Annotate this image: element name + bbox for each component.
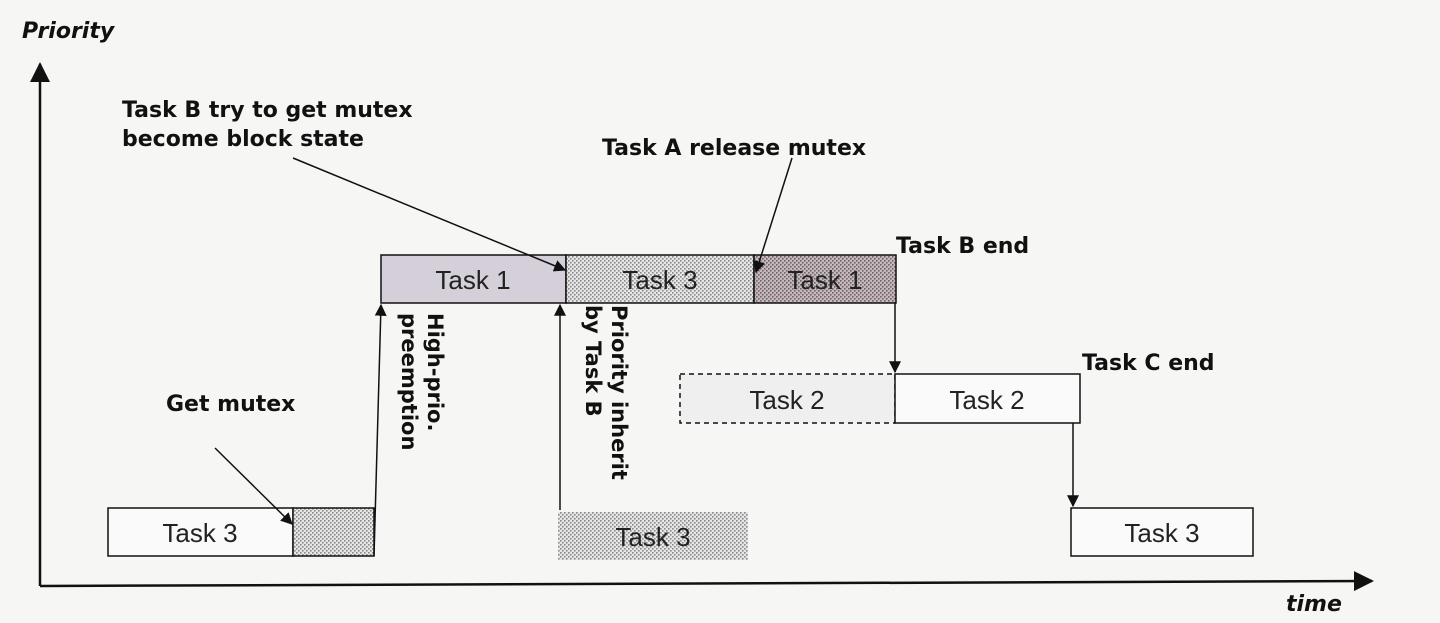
preemption-label-line2: preemption: [397, 313, 421, 450]
inherit-label-line1: Priority inherit: [607, 305, 631, 480]
task3-inherited-label: Task 3: [622, 265, 697, 295]
task-b-end-note: Task B end: [896, 234, 1029, 259]
get-mutex-pointer: [214, 447, 293, 525]
task-c-end-note: Task C end: [1082, 351, 1215, 376]
release-pointer: [753, 157, 793, 274]
task3-ghost-box: [558, 512, 748, 560]
x-axis-label: time: [1286, 592, 1342, 617]
x-axis: [39, 571, 1374, 592]
task2-pending-box: [679, 373, 896, 424]
task3-end-box: [1070, 507, 1254, 557]
release-note: Task A release mutex: [602, 136, 866, 161]
task2-pending-label: Task 2: [749, 385, 824, 415]
inherit-label: Priority inherit by Task B: [581, 305, 631, 480]
task1-second-label: Task 1: [787, 265, 862, 295]
block-state-note-line2: become block state: [122, 127, 364, 152]
task1-first-label: Task 1: [435, 265, 510, 295]
preemption-arrow: [373, 303, 387, 557]
get-mutex-note: Get mutex: [166, 392, 295, 417]
preemption-label: High-prio. preemption: [397, 313, 447, 450]
y-axis-label: Priority: [22, 19, 116, 44]
task3-ghost-label: Task 3: [615, 522, 690, 552]
task1-first-box: [380, 254, 567, 304]
task2-running-box: [894, 373, 1081, 424]
block-state-note-line1: Task B try to get mutex: [122, 98, 413, 123]
preemption-label-line1: High-prio.: [423, 313, 447, 431]
mutex-held-block: [292, 507, 375, 557]
block-state-pointer: [292, 157, 567, 272]
task3-end-label: Task 3: [1124, 518, 1199, 548]
task3-start-label: Task 3: [162, 518, 237, 548]
task2-running-label: Task 2: [949, 385, 1024, 415]
inherit-label-line2: by Task B: [581, 305, 605, 417]
task3-inherited-box: [565, 254, 755, 304]
task1-second-box: [753, 254, 897, 304]
